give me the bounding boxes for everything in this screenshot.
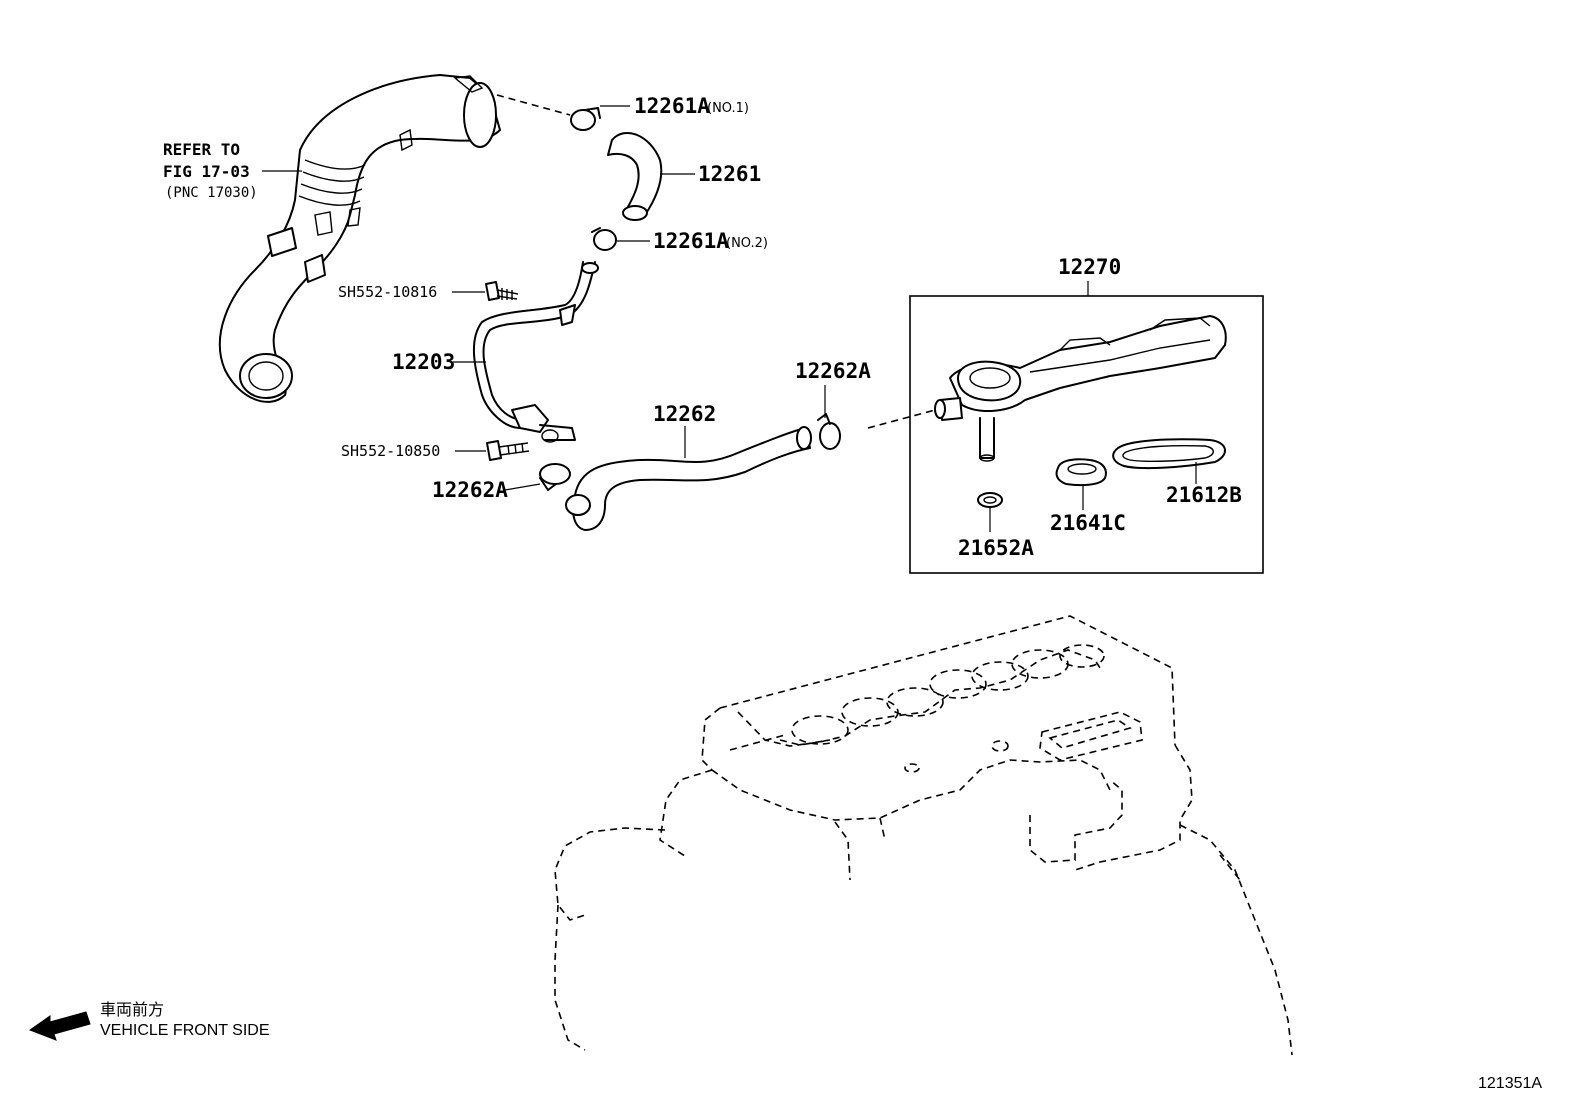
label-21641c: 21641C xyxy=(1050,511,1126,535)
clamp-12261a-no2: 12261A (NO.2) xyxy=(591,227,768,253)
clamp-12262a-upper: 12262A xyxy=(795,359,871,450)
front-label-en: VEHICLE FRONT SIDE xyxy=(100,1022,270,1039)
air-intake-duct xyxy=(218,74,501,403)
separator-assy-12270: 12270 21612B 21641C 21652A xyxy=(909,255,1264,574)
label-21612b: 21612B xyxy=(1166,483,1242,507)
bolt-sh552-10850: SH552-10850 xyxy=(341,440,530,461)
connection-line-separator xyxy=(867,409,936,429)
figure-code: 121351A xyxy=(1478,1075,1542,1092)
label-12270: 12270 xyxy=(1058,255,1121,279)
engine-block-outline xyxy=(554,615,1293,1056)
label-12261a-no2: 12261A xyxy=(653,229,729,253)
label-12261a-no1: 12261A xyxy=(634,94,710,118)
label-12203: 12203 xyxy=(392,350,455,374)
refer-line2: FIG 17-03 xyxy=(163,162,250,181)
label-12262a-upper: 12262A xyxy=(795,359,871,383)
clamp-12262a-lower: 12262A xyxy=(432,463,571,502)
pipe-12203: 12203 xyxy=(392,261,599,443)
front-arrow-icon xyxy=(28,1011,91,1041)
hose-12261: 12261 xyxy=(607,131,761,221)
hose-12262: 12262 xyxy=(565,402,812,531)
refer-line3: (PNC 17030) xyxy=(165,185,258,201)
label-sh552-10850: SH552-10850 xyxy=(341,442,440,460)
refer-line1: REFER TO xyxy=(163,140,240,159)
label-12261: 12261 xyxy=(698,162,761,186)
label-no2: (NO.2) xyxy=(726,236,768,251)
label-sh552-10816: SH552-10816 xyxy=(338,283,437,301)
vehicle-front-indicator: 車両前方 VEHICLE FRONT SIDE xyxy=(28,1001,270,1041)
bolt-sh552-10816: SH552-10816 xyxy=(338,281,519,301)
label-12262a-lower: 12262A xyxy=(432,478,508,502)
front-label-jp: 車両前方 xyxy=(100,1001,164,1019)
refer-note: REFER TO FIG 17-03 (PNC 17030) xyxy=(163,140,302,201)
clamp-12261a-no1: 12261A (NO.1) xyxy=(570,94,749,131)
assy-box xyxy=(909,295,1264,574)
label-12262: 12262 xyxy=(653,402,716,426)
label-no1: (NO.1) xyxy=(707,101,749,116)
label-21652a: 21652A xyxy=(958,536,1034,560)
connection-line-duct xyxy=(496,94,571,116)
